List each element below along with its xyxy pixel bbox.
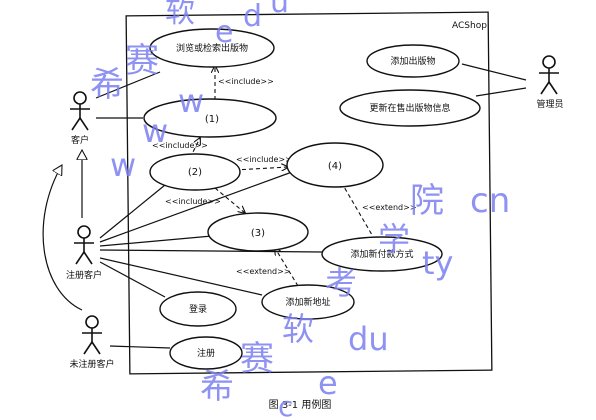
actor-admin: 管理员	[536, 55, 564, 110]
svg-text:cn: cn	[470, 181, 510, 221]
svg-text:希: 希	[200, 367, 234, 407]
svg-text:u: u	[270, 0, 289, 20]
assoc-reg-uc2	[99, 184, 166, 239]
svg-text:(2): (2)	[188, 167, 202, 178]
generalization-unregistered	[42, 165, 83, 311]
actor-label-unregistered: 未注册客户	[69, 358, 114, 370]
use-case-4: (4)	[286, 142, 384, 188]
extend-address-uc3	[275, 248, 299, 287]
svg-text:添加新付款方式: 添加新付款方式	[350, 248, 413, 260]
assoc-reg-payment	[99, 249, 323, 253]
svg-text:学: 学	[378, 220, 410, 258]
svg-text:软: 软	[282, 310, 314, 348]
svg-text:添加新地址: 添加新地址	[285, 296, 330, 308]
svg-text:更新在售出版物信息: 更新在售出版物信息	[369, 102, 450, 114]
watermark: 软 e d u 希 赛 w w w 院 cn 考 学 ty 希 赛 软 e du…	[90, 0, 510, 420]
assoc-admin-update	[475, 87, 527, 97]
svg-text:ty: ty	[422, 244, 453, 282]
svg-text:e: e	[215, 15, 233, 50]
svg-text:c: c	[278, 390, 293, 420]
label-include-1: <<include>>	[152, 141, 208, 150]
system-name: ACShop	[452, 21, 487, 31]
use-case-add-publication: 添加出版物	[366, 44, 460, 78]
include-uc2-uc4	[234, 167, 288, 170]
label-extend-4: <<extend>>	[362, 203, 417, 212]
actor-label-customer: 客户	[71, 134, 89, 146]
actor-label-registered: 注册客户	[66, 269, 102, 281]
svg-text:(3): (3)	[251, 228, 265, 239]
label-include-3: <<include>>	[165, 197, 221, 206]
figure-caption: 图 3-1 用例图	[269, 398, 332, 411]
label-include-browse: <<include>>	[218, 77, 274, 86]
svg-text:w: w	[142, 112, 168, 150]
assoc-reg-login	[99, 261, 166, 298]
use-case-3: (3)	[207, 212, 309, 252]
svg-text:du: du	[348, 320, 389, 358]
svg-text:w: w	[178, 82, 204, 120]
use-case-add-payment: 添加新付款方式	[321, 236, 443, 272]
svg-text:软: 软	[165, 0, 195, 30]
svg-text:浏览或检索出版物: 浏览或检索出版物	[176, 42, 248, 54]
assoc-reg-uc4	[99, 171, 293, 243]
label-extend-3: <<extend>>	[236, 267, 291, 276]
svg-text:(1): (1)	[205, 114, 219, 125]
label-include-4: <<include>>	[236, 155, 292, 164]
assoc-unreg-register	[109, 345, 171, 349]
use-case-1: (1)	[143, 98, 277, 138]
svg-text:考: 考	[325, 264, 357, 302]
assoc-admin-add	[461, 63, 527, 81]
use-case-browse: 浏览或检索出版物	[149, 28, 275, 68]
svg-text:d: d	[243, 0, 262, 34]
actor-unregistered-customer: 未注册客户	[69, 315, 115, 370]
actor-registered-customer: 注册客户	[66, 225, 102, 281]
use-case-login: 登录	[159, 291, 237, 327]
svg-text:e: e	[318, 364, 338, 402]
actor-label-admin: 管理员	[536, 98, 563, 110]
extend-payment-uc4	[340, 180, 376, 241]
use-case-update-publication: 更新在售出版物信息	[339, 89, 481, 127]
svg-text:登录: 登录	[189, 304, 207, 315]
use-case-2: (2)	[149, 153, 241, 191]
svg-text:w: w	[110, 146, 136, 184]
svg-text:赛: 赛	[240, 339, 274, 379]
use-case-register: 注册	[169, 336, 243, 370]
svg-text:(4): (4)	[328, 161, 342, 172]
assoc-reg-address	[99, 257, 263, 296]
svg-text:添加出版物: 添加出版物	[390, 55, 435, 67]
svg-text:院: 院	[410, 181, 444, 221]
use-case-add-address: 添加新地址	[261, 284, 355, 320]
assoc-customer-browse	[95, 71, 161, 99]
svg-text:注册: 注册	[197, 347, 215, 359]
assoc-reg-uc3	[99, 235, 213, 247]
svg-text:希: 希	[90, 65, 124, 105]
svg-text:赛: 赛	[125, 41, 159, 81]
system-boundary	[125, 11, 493, 375]
actor-customer: 客户	[70, 91, 90, 146]
